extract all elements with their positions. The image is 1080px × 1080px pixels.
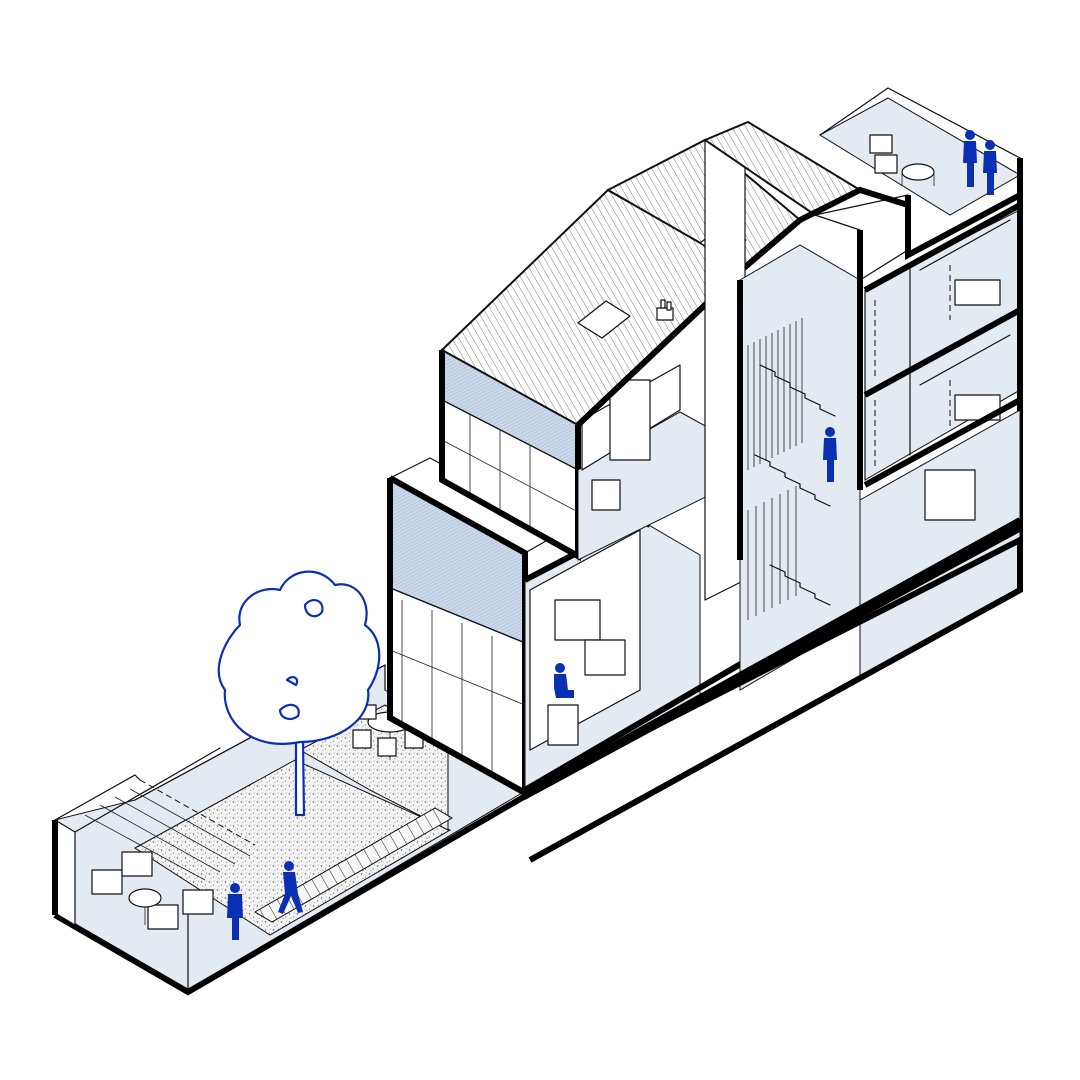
lower-mullions [389, 600, 526, 772]
skylight [577, 300, 631, 339]
section-slab-black [525, 522, 1020, 800]
person-seated-living [554, 663, 574, 698]
people [227, 130, 997, 940]
stairs [754, 364, 836, 606]
stair-core [704, 124, 861, 691]
person-garden-standing [227, 883, 243, 940]
pergola [52, 747, 256, 991]
person-stair-landing [823, 427, 837, 482]
person-rooftop-1 [963, 130, 977, 187]
garden-edge [53, 792, 529, 996]
boardwalk [254, 807, 453, 923]
garden [52, 570, 529, 996]
garden-back-wall [134, 664, 386, 801]
chimney-vent [656, 299, 674, 321]
upper-front-volume [439, 348, 741, 562]
stair-slats [747, 318, 803, 620]
lower-front-volume [387, 457, 566, 799]
lounge-chairs [91, 851, 214, 930]
tree [217, 570, 381, 817]
gravel-area [134, 759, 452, 936]
person-garden-walking [278, 861, 303, 914]
person-rooftop-2 [983, 140, 997, 195]
rear-room-partitions [864, 219, 1011, 481]
